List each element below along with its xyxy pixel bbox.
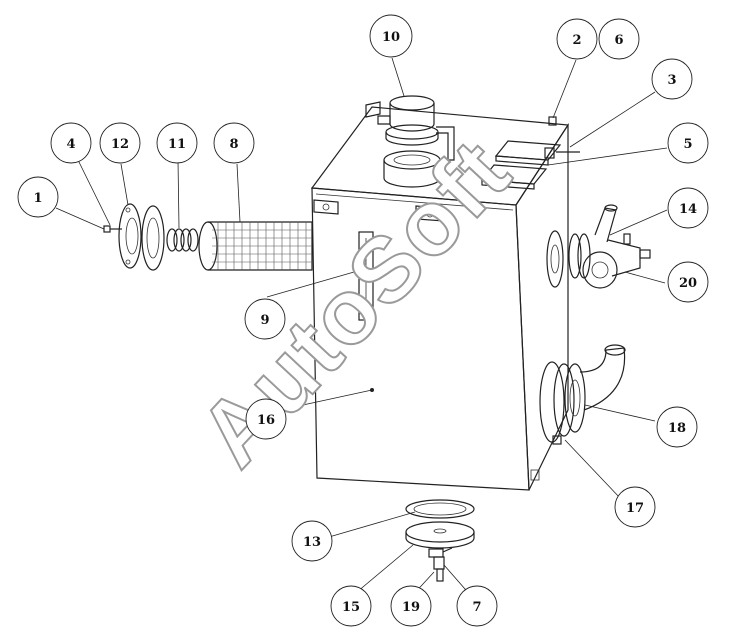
- level-gauge: [358, 231, 374, 321]
- callout-9-label: 9: [260, 313, 269, 328]
- callout-19: 19: [390, 585, 432, 627]
- gauge-marker: [359, 268, 363, 272]
- callout-16-label: 16: [257, 413, 275, 428]
- callout-8-label: 8: [229, 137, 238, 152]
- callout-6: 6: [598, 18, 640, 60]
- callout-7-label: 7: [472, 600, 481, 615]
- callout-5: 5: [667, 122, 709, 164]
- watermark: AutoSoft: [180, 120, 530, 485]
- callout-5-label: 5: [683, 137, 692, 152]
- callout-12-label: 12: [111, 137, 129, 152]
- callout-11: 11: [156, 122, 198, 164]
- callout-17: 17: [614, 486, 656, 528]
- callout-20: 20: [667, 261, 709, 303]
- callout-4: 4: [50, 122, 92, 164]
- callout-13: 13: [291, 520, 333, 562]
- callout-7: 7: [456, 585, 498, 627]
- tank-body-marker: [370, 388, 374, 392]
- callout-1: 1: [17, 176, 59, 218]
- callout-19-label: 19: [402, 600, 420, 615]
- callout-4-label: 4: [66, 137, 75, 152]
- callout-1-label: 1: [33, 191, 42, 206]
- callout-11-label: 11: [168, 137, 186, 152]
- spring: [166, 228, 199, 252]
- callout-14-label: 14: [679, 202, 697, 217]
- leader-lines: [55, 57, 668, 598]
- callout-3-label: 3: [667, 73, 676, 88]
- callout-2: 2: [556, 18, 598, 60]
- callout-10: 10: [369, 14, 413, 58]
- callout-14: 14: [667, 187, 709, 229]
- callout-12: 12: [99, 122, 141, 164]
- callout-13-label: 13: [303, 535, 321, 550]
- filler-cap-assembly: [365, 95, 455, 188]
- lifting-lugs: [313, 199, 445, 222]
- callout-18: 18: [656, 406, 698, 448]
- callout-16: 16: [245, 398, 287, 440]
- callout-8: 8: [213, 122, 255, 164]
- callout-18-label: 18: [668, 421, 686, 436]
- callout-2-label: 2: [572, 33, 581, 48]
- return-filter-assembly: [103, 203, 313, 271]
- callout-6-label: 6: [614, 33, 623, 48]
- callout-17-label: 17: [626, 501, 644, 516]
- return-elbow-assembly: [539, 344, 626, 445]
- callout-20-label: 20: [679, 276, 697, 291]
- callout-15: 15: [330, 585, 372, 627]
- mounting-brackets: [480, 116, 580, 190]
- callout-10-label: 10: [382, 30, 400, 45]
- callout-3: 3: [651, 58, 693, 100]
- callout-15-label: 15: [342, 600, 360, 615]
- callout-9: 9: [244, 298, 286, 340]
- filter-mesh: [212, 222, 312, 270]
- drain-assembly: [405, 499, 475, 582]
- suction-fitting-assembly: [546, 204, 651, 289]
- tank-body: [310, 106, 570, 491]
